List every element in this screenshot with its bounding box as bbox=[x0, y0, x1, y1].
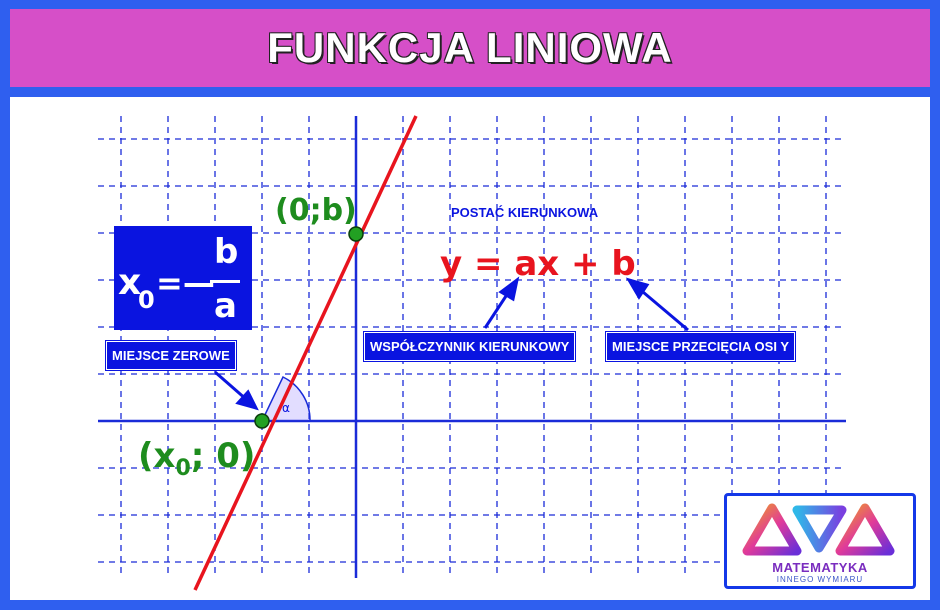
formula-den: a bbox=[214, 286, 237, 326]
slope-intercept-equation: y = ax + b bbox=[440, 244, 636, 284]
formula-sub: 0 bbox=[138, 286, 155, 314]
formula-x: x bbox=[118, 262, 142, 303]
logo-shapes-icon bbox=[742, 503, 895, 556]
arrows bbox=[214, 276, 689, 411]
y-intercept-label: (0;b) bbox=[275, 193, 357, 228]
angle-arc bbox=[260, 375, 311, 422]
alpha-label: α bbox=[282, 401, 290, 415]
header-bar: FUNKCJA LINIOWA bbox=[10, 9, 930, 87]
fraction-bar bbox=[210, 280, 240, 283]
zero-formula-box: x 0 =— b a bbox=[114, 226, 252, 330]
page-title: FUNKCJA LINIOWA bbox=[267, 24, 673, 71]
formula-eq: =— bbox=[156, 264, 215, 302]
slope-form-caption: POSTAĆ KIERUNKOWA bbox=[451, 205, 599, 220]
y-intercept-place-label: MIEJSCE PRZECIĘCIA OSI Y bbox=[606, 332, 795, 361]
zero-point bbox=[254, 413, 270, 429]
slope-coefficient-label: WSPÓŁCZYNNIK KIERUNKOWY bbox=[364, 332, 576, 361]
logo-title: MATEMATYKA bbox=[772, 560, 868, 575]
y-intercept-point bbox=[348, 226, 364, 242]
formula-num: b bbox=[214, 232, 239, 272]
brand-logo: MATEMATYKA INNEGO WYMIARU bbox=[724, 493, 916, 589]
zero-point-label: (x0; 0) bbox=[138, 436, 256, 481]
linear-function-line bbox=[193, 115, 418, 591]
zero-place-label: MIEJSCE ZEROWE bbox=[106, 341, 236, 370]
logo-subtitle: INNEGO WYMIARU bbox=[776, 575, 864, 584]
